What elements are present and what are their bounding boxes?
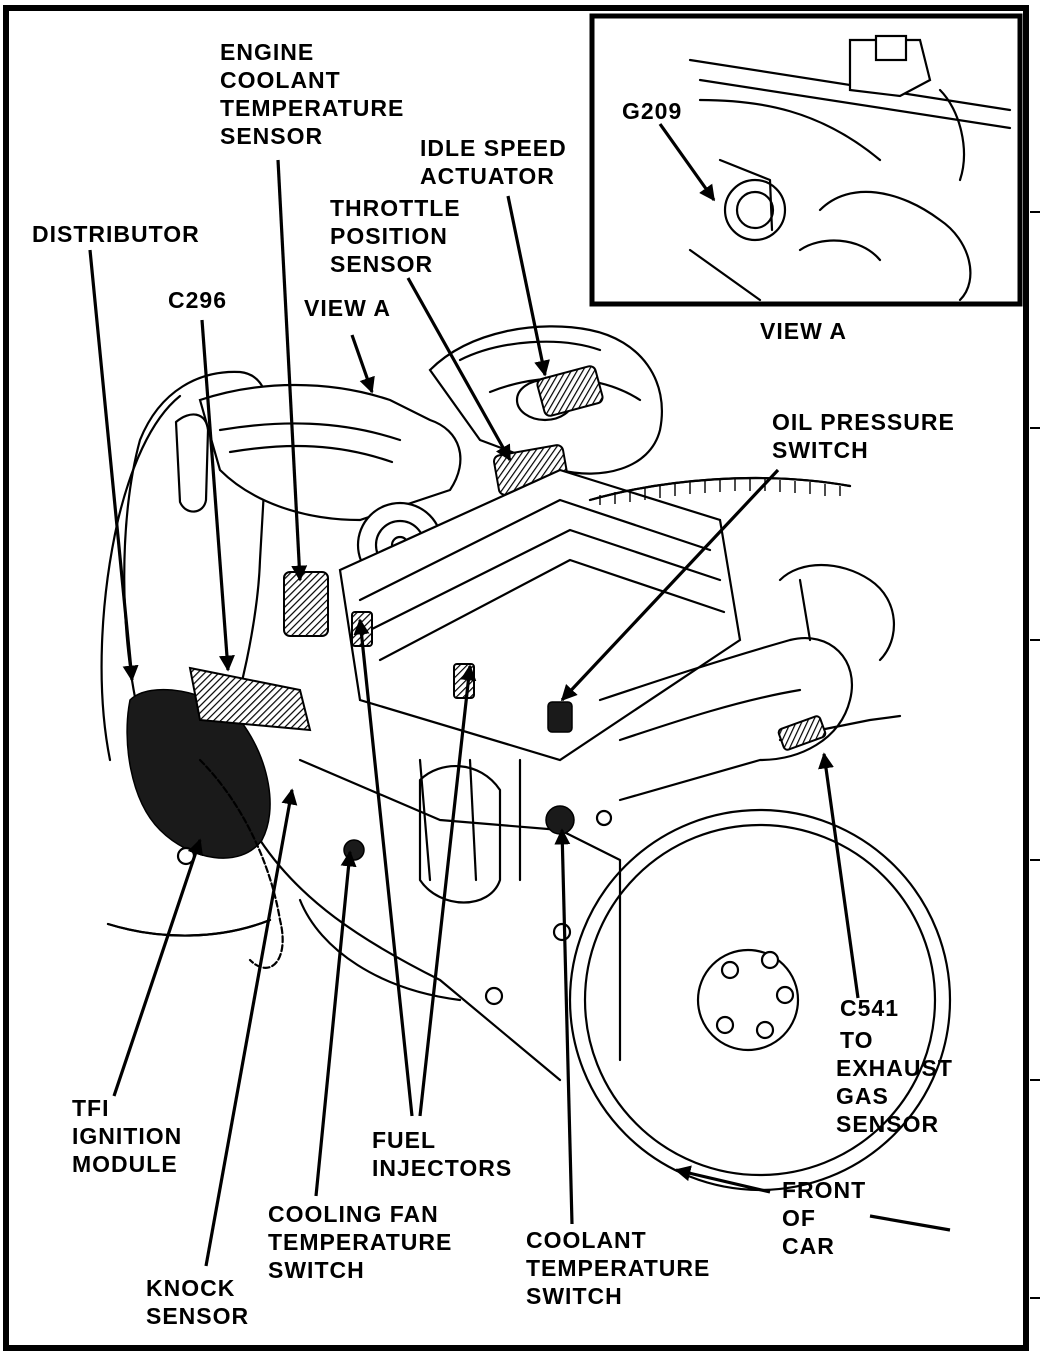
label-front-of-car: FRONT OF CAR	[782, 1177, 866, 1259]
svg-text:SWITCH: SWITCH	[772, 437, 869, 463]
svg-text:ACTUATOR: ACTUATOR	[420, 163, 555, 189]
label-fuel-injectors: FUEL INJECTORS	[372, 1127, 512, 1181]
svg-text:COOLANT: COOLANT	[220, 67, 341, 93]
svg-text:DISTRIBUTOR: DISTRIBUTOR	[32, 221, 200, 247]
label-cooling-fan-temperature-switch: COOLING FAN TEMPERATURE SWITCH	[268, 1201, 452, 1283]
label-engine-coolant-temperature-sensor: ENGINE COOLANT TEMPERATURE SENSOR	[220, 39, 404, 149]
svg-text:COOLANT: COOLANT	[526, 1227, 647, 1253]
svg-text:FRONT: FRONT	[782, 1177, 866, 1203]
label-coolant-temperature-switch: COOLANT TEMPERATURE SWITCH	[526, 1227, 710, 1309]
label-idle-speed-actuator: IDLE SPEED ACTUATOR	[420, 135, 567, 189]
label-view-a-pointer: VIEW A	[304, 295, 391, 321]
svg-text:POSITION: POSITION	[330, 223, 448, 249]
svg-text:VIEW A: VIEW A	[304, 295, 391, 321]
svg-text:FUEL: FUEL	[372, 1127, 436, 1153]
svg-text:THROTTLE: THROTTLE	[330, 195, 461, 221]
margin-ticks	[1030, 211, 1040, 1299]
label-knock-sensor: KNOCK SENSOR	[146, 1275, 249, 1329]
svg-text:TEMPERATURE: TEMPERATURE	[220, 95, 404, 121]
svg-text:TO: TO	[840, 1027, 874, 1053]
svg-text:EXHAUST: EXHAUST	[836, 1055, 953, 1081]
label-c296: C296	[168, 287, 227, 313]
inset-frame	[589, 13, 1023, 307]
svg-text:KNOCK: KNOCK	[146, 1275, 235, 1301]
svg-text:IGNITION: IGNITION	[72, 1123, 182, 1149]
view-a-title: VIEW A	[760, 318, 847, 344]
label-throttle-position-sensor: THROTTLE POSITION SENSOR	[330, 195, 461, 277]
svg-text:TFI: TFI	[72, 1095, 110, 1121]
label-tfi-ignition-module: TFI IGNITION MODULE	[72, 1095, 182, 1177]
g209-label: G209	[622, 98, 682, 124]
svg-text:MODULE: MODULE	[72, 1151, 178, 1177]
svg-text:ENGINE: ENGINE	[220, 39, 314, 65]
engine-illustration	[100, 325, 952, 1192]
svg-text:COOLING FAN: COOLING FAN	[268, 1201, 439, 1227]
svg-text:SWITCH: SWITCH	[526, 1283, 623, 1309]
svg-text:C541: C541	[840, 995, 899, 1021]
label-distributor: DISTRIBUTOR	[32, 221, 200, 247]
label-oil-pressure-switch: OIL PRESSURE SWITCH	[772, 409, 955, 463]
inset-view-a: G209 VIEW A	[589, 13, 1023, 344]
svg-text:INJECTORS: INJECTORS	[372, 1155, 512, 1181]
leader-lines	[88, 159, 951, 1267]
inset-illustration	[658, 34, 1012, 302]
svg-text:CAR: CAR	[782, 1233, 835, 1259]
label-c541-to-exhaust-gas-sensor: C541 TO EXHAUST GAS SENSOR	[836, 995, 953, 1137]
svg-text:SENSOR: SENSOR	[330, 251, 433, 277]
svg-text:C296: C296	[168, 287, 227, 313]
svg-text:IDLE SPEED: IDLE SPEED	[420, 135, 567, 161]
svg-text:TEMPERATURE: TEMPERATURE	[268, 1229, 452, 1255]
svg-text:SENSOR: SENSOR	[836, 1111, 939, 1137]
svg-text:TEMPERATURE: TEMPERATURE	[526, 1255, 710, 1281]
svg-text:SENSOR: SENSOR	[220, 123, 323, 149]
svg-text:GAS: GAS	[836, 1083, 889, 1109]
svg-text:OIL PRESSURE: OIL PRESSURE	[772, 409, 955, 435]
svg-text:OF: OF	[782, 1205, 816, 1231]
svg-text:SENSOR: SENSOR	[146, 1303, 249, 1329]
diagram-border	[3, 5, 1029, 1351]
svg-text:SWITCH: SWITCH	[268, 1257, 365, 1283]
